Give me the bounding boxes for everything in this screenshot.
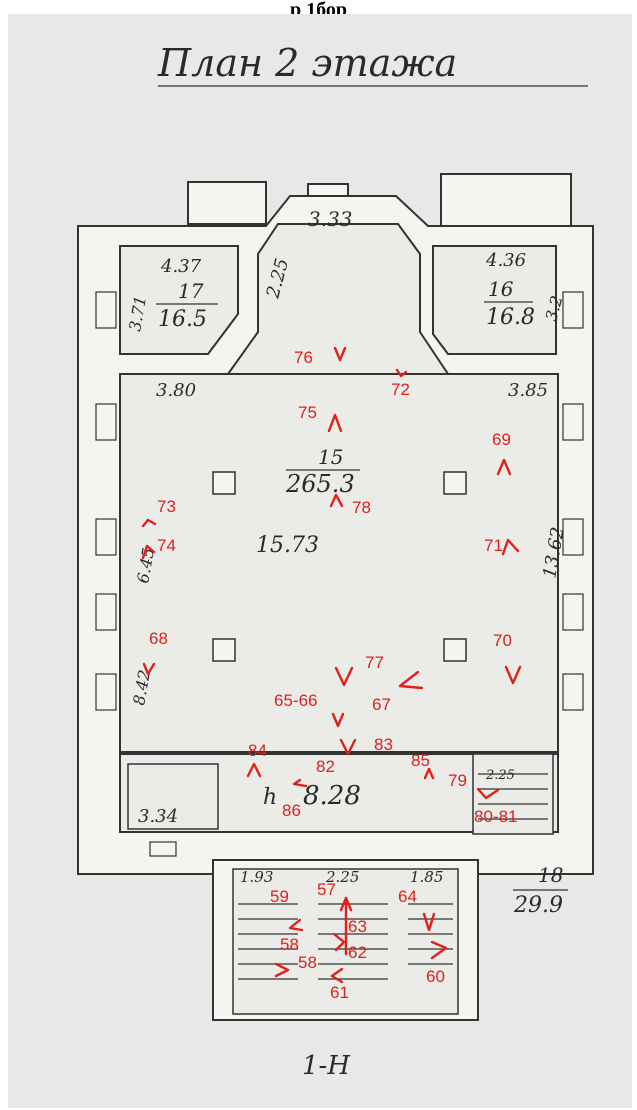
- marker-label: 69: [492, 430, 511, 449]
- column: [212, 638, 236, 662]
- room-15-number: 15: [318, 445, 343, 469]
- marker-label: 57: [317, 880, 336, 899]
- window-set-left: [95, 291, 117, 711]
- marker-label: 59: [270, 887, 289, 906]
- marker-label: 63: [348, 917, 367, 936]
- marker-arrow: [329, 493, 344, 508]
- marker-arrow: [395, 368, 408, 378]
- dimension: 3.80: [156, 380, 196, 401]
- marker-arrow: [422, 912, 436, 932]
- dimension: 1.85: [410, 868, 443, 886]
- marker-label: 67: [372, 695, 391, 714]
- marker-arrow: [330, 967, 344, 984]
- window-set-right: [562, 291, 584, 711]
- room-16-height: 4.36: [485, 250, 526, 271]
- room-18-number: 18: [538, 863, 563, 887]
- room-18-area: 29.9: [513, 893, 563, 918]
- dimension: 8.28: [303, 781, 361, 811]
- marker-label: 78: [352, 498, 371, 517]
- marker-label: 58: [298, 953, 317, 972]
- marker-label: 62: [348, 943, 367, 962]
- marker-label: 58: [280, 935, 299, 954]
- marker-arrow: [246, 762, 262, 778]
- room-16-number: 16: [488, 277, 514, 301]
- dimension: 3.34: [138, 806, 178, 827]
- marker-arrow: [288, 918, 304, 932]
- marker-label: 86: [282, 801, 301, 820]
- floor-plan-sheet: План 2 этажа: [8, 14, 632, 1108]
- room-17-number: 17: [178, 279, 204, 303]
- room-15-area: 265.3: [285, 470, 355, 498]
- marker-arrow: [333, 346, 347, 362]
- plan-title: План 2 этажа: [157, 41, 457, 85]
- room-16: [432, 245, 557, 355]
- marker-label: 61: [330, 983, 349, 1002]
- dimension: 2.25: [485, 768, 515, 783]
- marker-label: 60: [426, 967, 445, 986]
- column: [212, 471, 236, 495]
- column: [443, 471, 467, 495]
- marker-label: 65-66: [274, 691, 317, 710]
- right-stair: [472, 753, 554, 835]
- marker-label: 71: [484, 536, 503, 555]
- marker-arrow: [274, 962, 290, 978]
- marker-arrow: [141, 544, 156, 560]
- room-17-area: 16.5: [158, 307, 207, 332]
- marker-arrow: [430, 940, 448, 960]
- marker-arrow: [496, 458, 512, 476]
- annex-right: [440, 173, 572, 235]
- lower-left-room: [127, 763, 219, 830]
- dimension: 15.73: [256, 533, 319, 558]
- marker-label: 79: [448, 771, 467, 790]
- marker-arrow: [423, 767, 435, 780]
- marker-arrow: [398, 670, 424, 690]
- height-mark: h: [263, 785, 277, 810]
- marker-arrow: [141, 518, 157, 528]
- marker-label: 68: [149, 629, 168, 648]
- annex-left: [187, 181, 267, 225]
- marker-label: 85: [411, 751, 430, 770]
- room-17: [119, 245, 239, 355]
- dimension: 2.25: [325, 868, 359, 886]
- marker-label: 73: [157, 497, 176, 516]
- column: [443, 638, 467, 662]
- marker-label: 70: [493, 631, 512, 650]
- central-vestibule: [226, 223, 450, 375]
- marker-arrow: [327, 413, 343, 433]
- footer-label: 1-Н: [302, 1051, 351, 1081]
- marker-arrow: [476, 787, 500, 800]
- marker-label: 82: [316, 757, 335, 776]
- marker-label: 74: [157, 536, 176, 555]
- marker-arrow: [501, 538, 520, 556]
- marker-label: 84: [248, 741, 267, 760]
- photo-markers: 76 72 75 69 73 78 74 71 68 70 77 65-66 6…: [141, 346, 522, 1002]
- marker-label: 83: [374, 735, 393, 754]
- room-16-area: 16.8: [486, 305, 535, 330]
- marker-arrow: [339, 738, 357, 756]
- floor-plan-diagram: План 2 этажа: [77, 41, 594, 1081]
- marker-label: 75: [298, 403, 317, 422]
- dimension: 3.33: [308, 207, 353, 231]
- dimension: 1.93: [240, 868, 273, 886]
- marker-label: 80-81: [474, 807, 517, 826]
- bottom-window: [149, 841, 177, 857]
- marker-arrow: [332, 932, 346, 952]
- marker-label: 64: [398, 887, 417, 906]
- dimension: 3.85: [508, 380, 548, 401]
- marker-arrow: [334, 666, 354, 687]
- marker-arrow: [142, 662, 156, 676]
- marker-arrow: [292, 778, 308, 788]
- marker-label: 76: [294, 348, 313, 367]
- marker-arrow: [504, 665, 522, 685]
- room-17-height: 4.37: [160, 256, 202, 277]
- marker-label: 72: [391, 380, 410, 399]
- marker-label: 77: [365, 653, 384, 672]
- marker-arrow: [331, 712, 345, 728]
